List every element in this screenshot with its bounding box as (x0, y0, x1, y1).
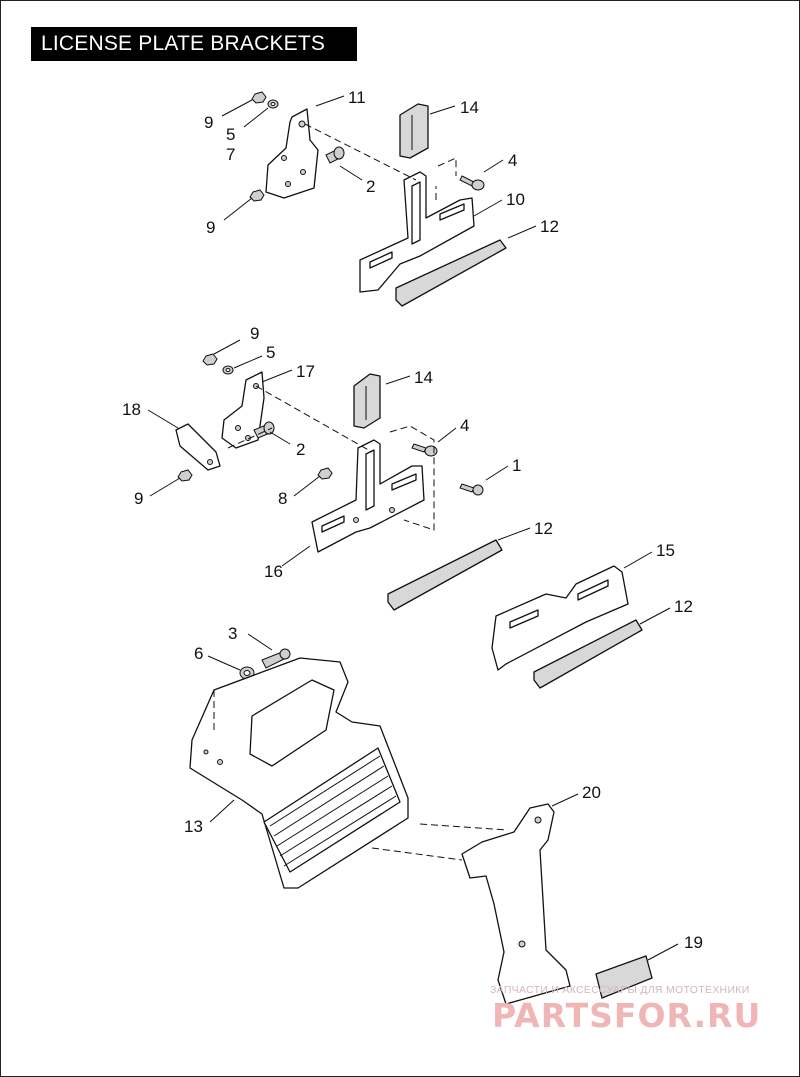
callout-4: 4 (508, 151, 517, 170)
watermark-brand-logo: PARTSFOR.RU (492, 996, 762, 1035)
callout-15: 15 (656, 541, 675, 560)
nut-9-middle-upper (202, 353, 218, 366)
callout-12: 12 (534, 519, 553, 538)
callout-19: 19 (684, 933, 703, 952)
callout-14: 14 (414, 368, 433, 387)
callout-4: 4 (460, 416, 469, 435)
bolt-1 (459, 483, 484, 496)
leader-lines (147, 95, 679, 961)
washer-5-middle (222, 365, 234, 375)
screw-3 (261, 648, 291, 669)
nut-9-lower (249, 189, 265, 202)
callout-5: 5 (226, 125, 235, 144)
callout-16: 16 (264, 562, 283, 581)
pad-12-lower (533, 619, 643, 689)
reflector-19 (595, 955, 653, 999)
callout-13: 13 (184, 817, 203, 836)
callout-3: 3 (228, 624, 237, 643)
clip-14-upper (399, 103, 429, 159)
plate-ribs (269, 755, 397, 867)
bracket-18 (175, 423, 221, 471)
callout-9: 9 (134, 489, 143, 508)
bracket-11 (265, 108, 319, 199)
bolt-4-upper (459, 175, 485, 191)
callout-9: 9 (250, 324, 259, 343)
callout-8: 8 (278, 489, 287, 508)
watermark-tagline: ЗАПЧАСТИ И АКСЕССУАРЫ ДЛЯ МОТОТЕХНИКИ (490, 984, 750, 996)
pad-12-upper (395, 239, 507, 307)
callout-10: 10 (506, 190, 525, 209)
callout-14: 14 (460, 98, 479, 117)
callout-12: 12 (674, 597, 693, 616)
bolt-2-middle (253, 421, 275, 439)
bracket-20 (461, 803, 571, 1005)
callout-9: 9 (204, 113, 213, 132)
nut-8 (317, 467, 333, 480)
license-plate-mount-13 (189, 657, 409, 889)
nut-9-upper (251, 91, 267, 104)
callout-1: 1 (512, 456, 521, 475)
callout-6: 6 (194, 644, 203, 663)
callout-7: 7 (226, 145, 235, 164)
bracket-16 (311, 439, 425, 553)
bracket-10 (359, 171, 475, 293)
bolt-2-upper (325, 146, 345, 164)
callout-20: 20 (582, 783, 601, 802)
nut-9-middle-lower (177, 469, 193, 482)
bracket-15 (491, 565, 629, 671)
callout-labels: 9 5 7 11 14 2 4 9 10 12 9 5 17 14 18 4 2… (122, 88, 703, 952)
clip-14-middle (353, 373, 381, 429)
callout-18: 18 (122, 400, 141, 419)
callout-9: 9 (206, 218, 215, 237)
callout-12: 12 (540, 217, 559, 236)
callout-11: 11 (348, 88, 366, 107)
washer-5-upper (267, 99, 279, 109)
callout-5: 5 (266, 343, 275, 362)
page-title: LICENSE PLATE BRACKETS (31, 27, 357, 61)
callout-2: 2 (366, 177, 375, 196)
pad-12-middle (387, 539, 503, 611)
callout-17: 17 (296, 362, 315, 381)
callout-2: 2 (296, 440, 305, 459)
bolt-4-middle (411, 443, 438, 457)
